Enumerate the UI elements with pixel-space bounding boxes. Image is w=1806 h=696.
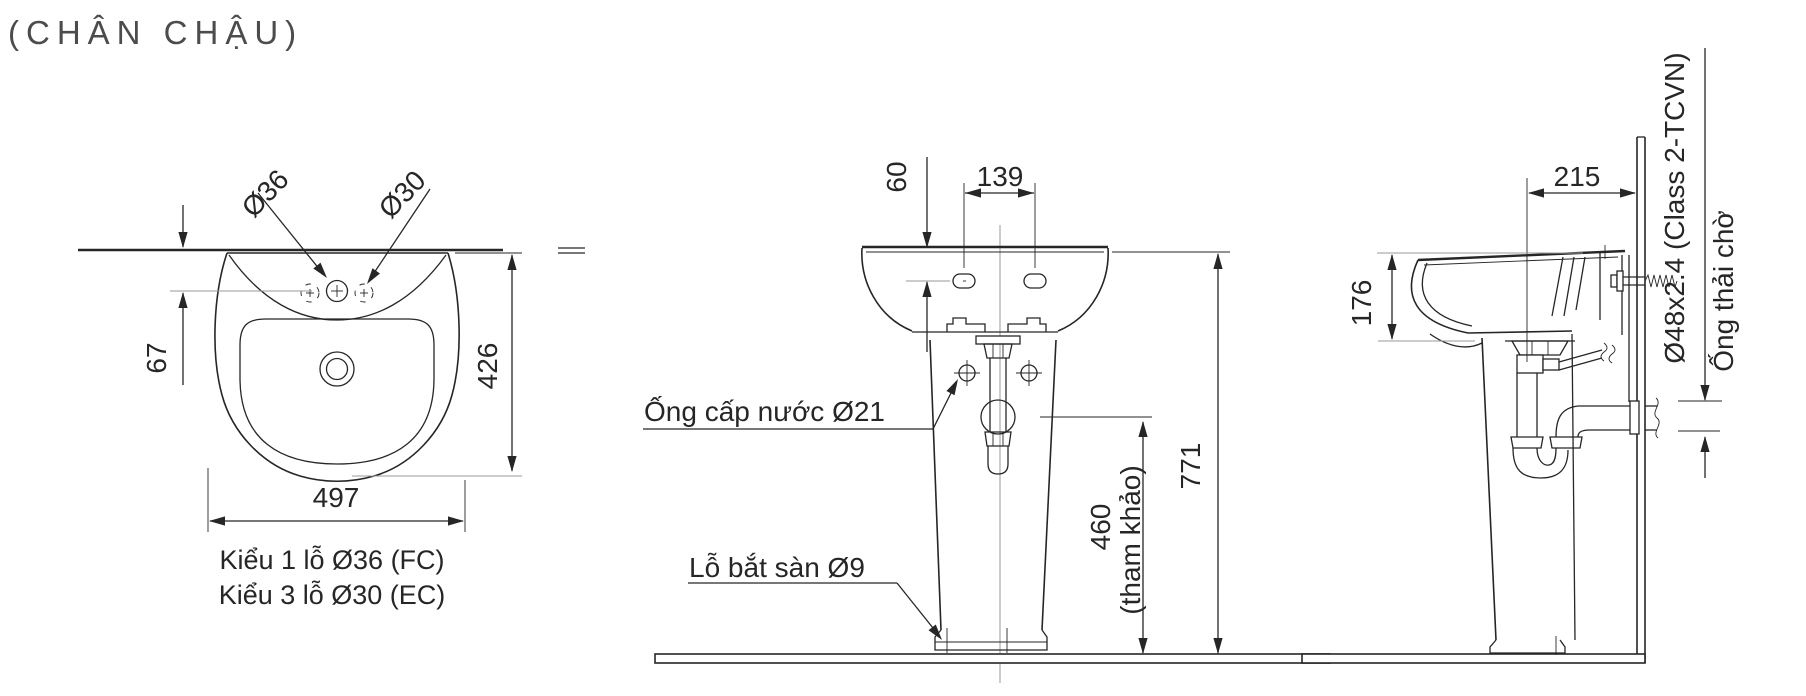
dim-67-text: 67 <box>141 342 172 373</box>
caption-fc: Kiểu 1 lỗ Ø36 (FC) <box>219 544 444 575</box>
dim-d36-text: Ø36 <box>236 164 295 224</box>
label-supply-pipe: Ống cấp nước Ø21 <box>643 376 963 430</box>
front-view: 60 139 Ống cấp nước Ø21 Lỗ bắt sàn Ø9 <box>643 157 1331 683</box>
faucet-hole-fc <box>325 279 349 303</box>
dim-215: 215 <box>1526 161 1636 362</box>
dim-497: 497 <box>207 468 466 532</box>
waste-pipe-spec-text: Ø48x2.4 (Class 2-TCVN) <box>1659 52 1690 363</box>
pedestal-front <box>929 339 1057 653</box>
label-hole-ec: Ø30 <box>363 165 432 287</box>
dim-771-text: 771 <box>1175 443 1206 490</box>
dim-d30-text: Ø30 <box>373 165 432 225</box>
basin-profile <box>1410 245 1630 402</box>
dim-139-text: 139 <box>977 161 1024 192</box>
basin-outline <box>214 252 460 482</box>
dim-426: 426 <box>352 252 522 477</box>
p-trap <box>1505 340 1660 479</box>
dim-139: 139 <box>963 161 1036 268</box>
floor-line-front <box>654 653 1331 664</box>
page-title: (CHÂN CHẬU) <box>8 14 303 51</box>
drain-assembly <box>975 335 1021 475</box>
tap-hole-right <box>1023 273 1047 289</box>
anchor-bolt-icon <box>1610 270 1678 292</box>
dim-497-text: 497 <box>313 482 360 513</box>
dim-60-text: 60 <box>881 161 912 192</box>
floor-hole-text: Lỗ bắt sàn Ø9 <box>689 552 865 583</box>
label-hole-fc: Ø36 <box>236 164 331 281</box>
tap-hole-left <box>952 273 976 289</box>
drain-hole <box>319 351 355 387</box>
dim-426-text: 426 <box>472 343 503 390</box>
dim-176: 176 <box>1346 252 1583 342</box>
floor-line-side <box>1301 653 1646 664</box>
dim-176-text: 176 <box>1346 280 1377 327</box>
basin-inner <box>239 318 435 465</box>
dim-60: 60 <box>881 157 950 352</box>
pedestal-side <box>1481 333 1576 655</box>
dim-67: 67 <box>141 205 312 385</box>
side-view: 215 176 Ø48x2.4 (Class 2-TCVN) Ống thải … <box>1301 48 1739 664</box>
dim-460: 460 (tham khảo) <box>1040 416 1152 654</box>
dim-771: 771 <box>1112 251 1230 654</box>
label-floor-hole: Lỗ bắt sàn Ø9 <box>688 552 946 643</box>
dim-460-note-text: (tham khảo) <box>1115 465 1146 614</box>
dim-waste-pipe: Ø48x2.4 (Class 2-TCVN) Ống thải chờ <box>1659 48 1739 478</box>
supply-pipe-text: Ống cấp nước Ø21 <box>644 395 885 427</box>
dim-460-text: 460 <box>1085 504 1116 551</box>
caption-ec: Kiểu 3 lỗ Ø30 (EC) <box>219 579 446 610</box>
supply-holes <box>954 360 1042 386</box>
faucet-hole-ec-right <box>354 283 374 303</box>
wall <box>1636 136 1646 663</box>
faucet-hole-ec-left <box>300 283 320 303</box>
top-view: 67 426 497 Ø36 <box>78 164 585 610</box>
dim-215-text: 215 <box>1554 161 1601 192</box>
wall-pipe-coupling <box>1629 400 1640 435</box>
waste-pipe-label-text: Ống thải chờ <box>1707 210 1739 372</box>
